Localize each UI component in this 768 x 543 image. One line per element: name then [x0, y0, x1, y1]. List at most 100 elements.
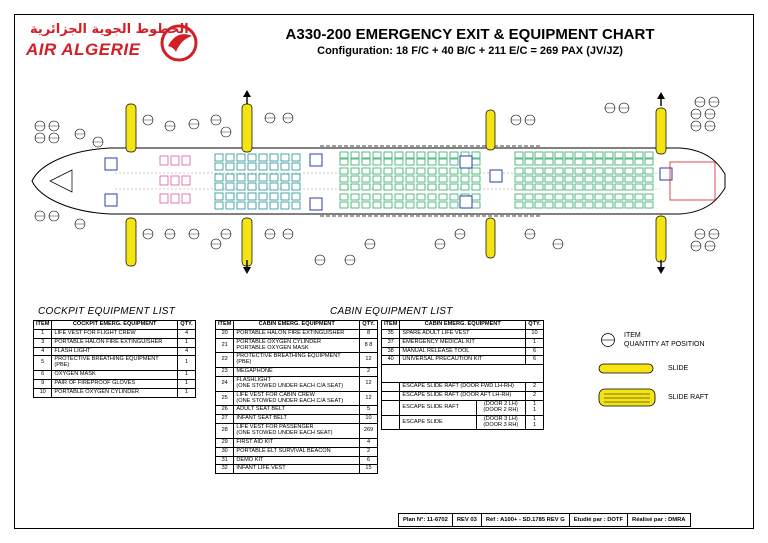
equipment-name: PAIR OF FIREPROOF GLOVES [51, 379, 178, 389]
economy-seat [416, 167, 426, 175]
economy-seat [449, 151, 459, 159]
economy-seat [564, 193, 574, 201]
economy-seat [438, 151, 448, 159]
quantity: 8 [359, 328, 378, 339]
economy-seat [554, 201, 564, 209]
item-number: 26 [214, 405, 235, 416]
business-class-seat [214, 201, 224, 210]
economy-seat [405, 183, 415, 191]
escape-slide [241, 217, 253, 267]
column-header: ITEM [214, 320, 235, 330]
economy-seat [584, 158, 594, 166]
economy-seat [372, 151, 382, 159]
economy-seat [449, 158, 459, 166]
equipment-name: LIFE VEST FOR CABIN CREW (ONE STOWED UND… [233, 390, 360, 407]
economy-seat [372, 167, 382, 175]
business-class-seat [214, 153, 224, 162]
quantity: 1 [525, 337, 544, 348]
economy-seat [416, 175, 426, 183]
economy-seat [394, 175, 404, 183]
slide-description: ESCAPE SLIDE RAFT (DOOR FWD LH-RH) [399, 382, 526, 393]
first-class-seat [170, 155, 180, 166]
economy-seat [427, 175, 437, 183]
equipment-name: PORTABLE OXYGEN CYLINDER PORTABLE OXYGEN… [233, 337, 360, 354]
escape-slide [485, 217, 496, 259]
business-class-seat [247, 201, 257, 210]
economy-seat [471, 175, 481, 183]
item-number: 30 [214, 446, 235, 457]
economy-seat [372, 183, 382, 191]
quantity: 1 [177, 370, 196, 381]
business-class-seat [291, 192, 301, 201]
business-class-seat [280, 192, 290, 201]
economy-seat [350, 175, 360, 183]
galley-lavatory [489, 169, 503, 183]
economy-seat [584, 183, 594, 191]
item-number: 22 [214, 352, 235, 369]
economy-seat [405, 193, 415, 201]
economy-seat [438, 193, 448, 201]
equipment-name: PORTABLE OXYGEN CYLINDER [51, 387, 178, 398]
business-class-seat [269, 201, 279, 210]
economy-seat [449, 183, 459, 191]
economy-seat [372, 193, 382, 201]
escape-slide [125, 217, 137, 267]
economy-seat [554, 158, 564, 166]
economy-seat [361, 183, 371, 191]
economy-seat [544, 175, 554, 183]
business-class-seat [280, 173, 290, 182]
economy-seat [361, 151, 371, 159]
economy-seat [584, 193, 594, 201]
quantity: 2 [525, 391, 544, 402]
item-number: 38 [380, 346, 401, 357]
item-number: 23 [214, 367, 235, 378]
economy-seat [644, 175, 654, 183]
economy-seat [383, 151, 393, 159]
legend-slide-row: SLIDE [596, 362, 746, 382]
economy-seat [438, 167, 448, 175]
economy-seat [514, 183, 524, 191]
economy-seat [394, 183, 404, 191]
equipment-name: FIRST AID KIT [233, 437, 360, 448]
economy-seat [438, 175, 448, 183]
economy-seat [634, 158, 644, 166]
quantity: 4 [177, 328, 196, 339]
economy-seat [614, 167, 624, 175]
business-class-seat [247, 182, 257, 191]
equipment-name: MANUAL RELEASE TOOL [399, 346, 526, 357]
economy-seat [350, 193, 360, 201]
slide-doors: (DOOR 2 LH) (DOOR 2 RH) [475, 400, 527, 416]
economy-seat [594, 151, 604, 159]
equipment-name: PROTECTIVE BREATHING EQUIPMENT (PBE) [51, 355, 178, 372]
legend-item-row: ITEM QUANTITY AT POSITION [596, 330, 746, 350]
business-class-seat [236, 201, 246, 210]
economy-seat [574, 175, 584, 183]
business-class-seat [258, 162, 268, 171]
quantity: 4 [359, 437, 378, 448]
first-class-seat [159, 155, 169, 166]
quantity: 1 [177, 387, 196, 398]
legend: ITEM QUANTITY AT POSITION SLIDE SLIDE RA… [596, 330, 746, 430]
slide-icon [598, 363, 654, 374]
economy-seat [471, 193, 481, 201]
galley-lavatory [459, 195, 473, 209]
empty-item-cell [380, 382, 401, 393]
economy-seat [524, 167, 534, 175]
legend-quantity-label: QUANTITY AT POSITION [624, 341, 705, 348]
economy-seat [339, 201, 349, 209]
column-header: CABIN EMERG. EQUIPMENT [233, 320, 360, 330]
economy-seat [471, 183, 481, 191]
economy-seat [449, 175, 459, 183]
item-number: 3 [32, 337, 53, 348]
